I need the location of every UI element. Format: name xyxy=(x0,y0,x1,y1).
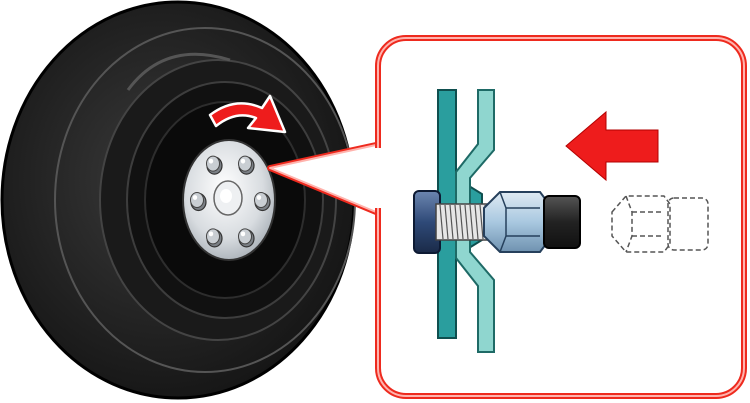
lug-nut xyxy=(206,155,223,175)
stud-thread-line xyxy=(439,204,444,240)
wheel-stud xyxy=(413,190,493,254)
rotation-arrow xyxy=(208,94,287,134)
stud-thread-line xyxy=(449,204,454,240)
stud-thread-line xyxy=(464,204,469,240)
stud-thread-line xyxy=(454,204,459,240)
lug-nut-installed xyxy=(483,191,581,253)
lug-nuts xyxy=(190,155,271,248)
lug-nut xyxy=(190,192,207,212)
wheel-rim xyxy=(126,81,324,319)
stud-thread-line xyxy=(459,204,464,240)
direction-arrow xyxy=(565,110,659,182)
stud-thread-line xyxy=(474,204,479,240)
stud-thread-line xyxy=(444,204,449,240)
lug-nut-outline-removed xyxy=(611,195,709,253)
lug-nut xyxy=(254,192,271,212)
stud-thread-line xyxy=(469,204,474,240)
stud-thread-line xyxy=(479,204,484,240)
lug-nut xyxy=(238,155,255,175)
lug-nut xyxy=(206,228,223,248)
hub-flange-cross-section xyxy=(455,89,495,353)
lug-nut xyxy=(238,228,255,248)
